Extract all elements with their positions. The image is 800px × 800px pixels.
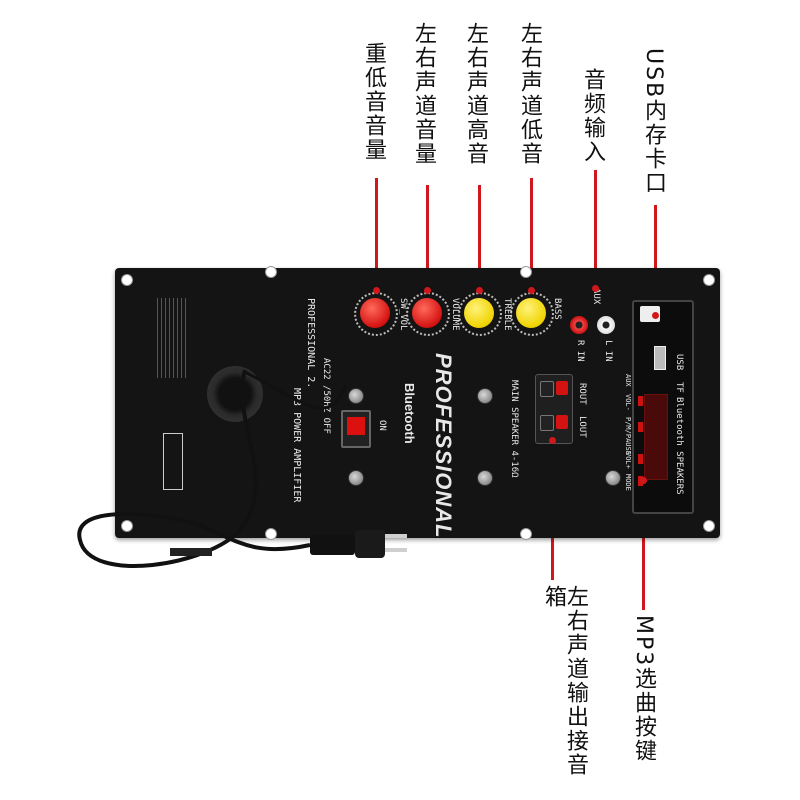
mount-hole <box>121 274 133 286</box>
lout-label: LOUT <box>577 416 587 438</box>
callout-audio-input: 音频输入 <box>580 68 605 164</box>
callout-lr-output: 左右声道输出接音箱 <box>541 585 588 777</box>
mp3-button-play[interactable] <box>638 422 643 432</box>
knob-label-volume: VOLUME <box>450 298 460 331</box>
usb-port[interactable] <box>654 346 666 370</box>
volume-knob[interactable] <box>406 292 450 336</box>
callout-lr-bass: 左右声道低音 <box>517 22 542 166</box>
leader-sub-volume <box>375 178 378 290</box>
callout-usb-card: USB内存卡口 <box>641 48 666 196</box>
knob-label-sw-vol: SW_VOL <box>398 298 408 331</box>
speaker-label: MAIN SPEAKER 4-16Ω <box>509 380 519 478</box>
on-label: ON <box>377 420 387 431</box>
mount-hole <box>265 528 277 540</box>
mp3-display <box>644 394 668 480</box>
tf-label: TF <box>674 382 684 393</box>
screw <box>605 470 621 486</box>
dot-speaker-output <box>549 437 556 444</box>
mp3-module-label: Bluetooth SPEAKERS <box>674 397 684 495</box>
dot-bass <box>528 287 535 294</box>
dot-sub-volume <box>373 287 380 294</box>
mount-hole <box>703 520 715 532</box>
screw <box>477 388 493 404</box>
dot-mp3-select <box>640 477 647 484</box>
lout-terminal-negative[interactable] <box>540 415 554 431</box>
caution-text-block <box>157 298 187 378</box>
power-switch[interactable] <box>341 410 371 448</box>
knob-label-bass: BASS <box>552 298 562 320</box>
mount-hole <box>520 266 532 278</box>
bluetooth-logo: Bluetooth <box>402 383 417 444</box>
model-line-2: MP3 POWER AMPLIFIER <box>291 388 302 503</box>
mp3-button-vol-minus[interactable] <box>638 396 643 406</box>
mode-label: MODE <box>624 474 632 491</box>
dot-treble <box>476 287 483 294</box>
brand-logo: PROFESSIONAL <box>431 353 456 539</box>
leader-mp3-select <box>642 480 645 610</box>
vol-minus-label: VOL- <box>624 394 632 411</box>
speaker-terminal-block <box>535 374 573 444</box>
leader-lr-volume <box>426 185 429 290</box>
rout-terminal-negative[interactable] <box>540 381 554 397</box>
callout-sub-volume: 重低音音量 <box>361 42 386 162</box>
treble-knob[interactable] <box>458 292 502 336</box>
rca-left-input[interactable] <box>597 316 615 334</box>
usb-label: USB <box>674 354 684 371</box>
rin-label: R IN <box>575 340 585 362</box>
dot-volume <box>424 287 431 294</box>
leader-usb-card <box>654 205 657 315</box>
play-pause-label: P/M/PAUSE <box>624 417 632 455</box>
rout-terminal-positive[interactable] <box>556 381 568 395</box>
mount-hole <box>703 274 715 286</box>
leader-lr-bass <box>530 178 533 290</box>
rout-label: ROUT <box>577 383 587 405</box>
lin-label: L IN <box>603 340 613 362</box>
aux-label: AUX <box>591 288 601 305</box>
power-cord-grommet <box>207 366 263 422</box>
callout-lr-treble: 左右声道高音 <box>463 22 488 166</box>
rca-right-input[interactable] <box>570 316 588 334</box>
screw <box>348 470 364 486</box>
callout-lr-volume: 左右声道音量 <box>411 22 436 166</box>
screw <box>477 470 493 486</box>
knob-label-treble: TREBLE <box>502 298 512 331</box>
callout-mp3-select: MP3选曲按键 <box>631 615 656 764</box>
dot-usb <box>652 312 659 319</box>
ac-rating: AC22 /50HZ OFF <box>321 358 331 434</box>
mount-hole <box>265 266 277 278</box>
aux-small-label: AUX <box>624 374 632 387</box>
leader-lr-treble <box>478 185 481 290</box>
lout-terminal-positive[interactable] <box>556 415 568 429</box>
warning-label <box>163 433 183 490</box>
power-switch-rocker <box>347 417 365 435</box>
screw <box>348 388 364 404</box>
sub-volume-knob[interactable] <box>354 292 398 336</box>
dot-audio-input <box>592 285 599 292</box>
leader-audio-input <box>594 170 597 288</box>
vol-plus-label: VOL+ <box>624 452 632 469</box>
bass-knob[interactable] <box>510 292 554 336</box>
mount-hole <box>520 528 532 540</box>
mp3-button-vol-plus[interactable] <box>638 454 643 464</box>
model-line-1: PROFESSIONAL 2. <box>305 298 316 389</box>
mount-hole <box>121 520 133 532</box>
